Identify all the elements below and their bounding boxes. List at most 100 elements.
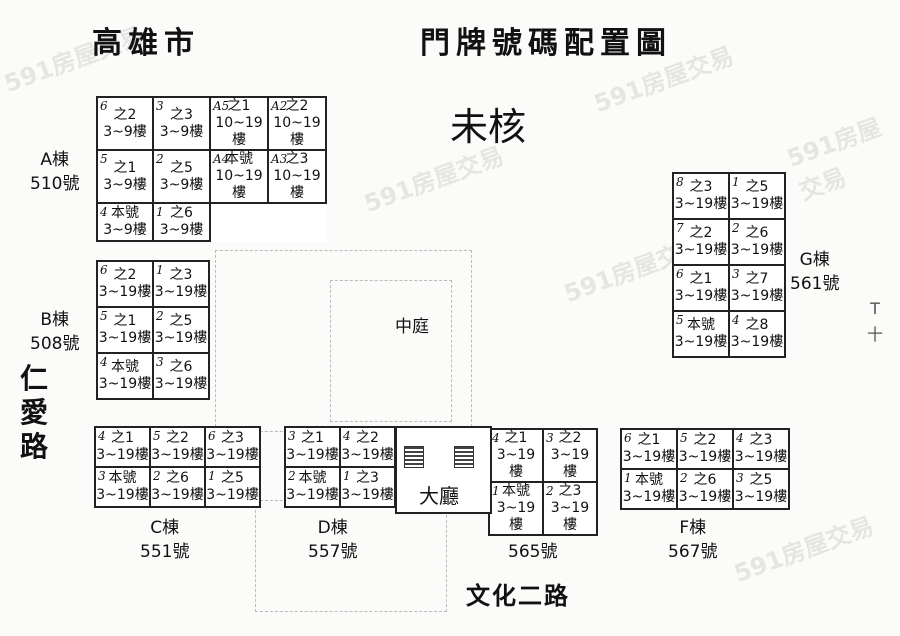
unit-sub-number: 之3 <box>221 430 244 446</box>
unit-floors: 3~19樓 <box>730 196 784 212</box>
unit-sub-number: 之1 <box>113 313 137 329</box>
unit-sub-number: 之3 <box>356 470 379 486</box>
unit-index: 1 <box>208 469 216 483</box>
unit-sub-number: 之1 <box>113 159 137 176</box>
unit-index: 2 <box>732 221 740 235</box>
building-g-name: G棟 <box>799 250 830 270</box>
stairs-icon <box>454 446 474 468</box>
unit-sub-number: 之5 <box>170 159 193 176</box>
unit-floors: 3~19樓 <box>674 196 728 212</box>
unit-index: 6 <box>100 263 108 277</box>
site-outline <box>330 280 452 422</box>
unit-floors: 3~9樓 <box>159 176 204 193</box>
lobby-block <box>395 426 492 514</box>
building-f-number: 567號 <box>668 542 718 562</box>
unit-index: 3 <box>732 267 740 281</box>
unit-sub-number: 之3 <box>285 151 309 167</box>
building-b-label: B棟 508號 <box>30 308 79 356</box>
unit-sub-number: 之6 <box>693 472 717 488</box>
unit-index: 4 <box>343 429 351 443</box>
unit-index: 1 <box>343 469 351 483</box>
unit-floors: 3~19樓 <box>341 447 394 463</box>
unit-index: 7 <box>676 221 684 235</box>
unit-sub-number: 之5 <box>749 472 773 488</box>
unit-floors: 3~9樓 <box>159 222 204 238</box>
unit-floors: 3~19樓 <box>154 330 208 346</box>
building-g-label: G棟 561號 <box>790 248 839 296</box>
unit-sub-number: 之2 <box>356 430 379 446</box>
unit-sub-number: 之3 <box>689 179 713 195</box>
unit-floors: 3~19樓 <box>96 447 149 463</box>
unit-floors: 3~19樓 <box>678 449 732 465</box>
unit-floors: 3~19樓 <box>96 487 149 503</box>
unit-sub-number: 之6 <box>170 205 193 221</box>
unit-floors: 3~9樓 <box>103 176 147 193</box>
unit-floors: 3~19樓 <box>154 284 208 300</box>
unit-index: 1 <box>732 175 740 189</box>
unit-index: 3 <box>288 429 296 443</box>
unit-floors: 3~19樓 <box>341 487 394 503</box>
building-c-name: C棟 <box>150 518 180 538</box>
unit-index: 2 <box>153 469 161 483</box>
unit-floors: 3~19樓 <box>98 284 152 300</box>
building-c-number: 551號 <box>140 542 190 562</box>
building-g-number: 561號 <box>790 274 840 294</box>
unit-index: 6 <box>100 99 108 113</box>
watermark: 591房屋交易 <box>730 511 878 588</box>
unit-floors: 3~9樓 <box>103 222 147 238</box>
unit-floors: 3~19樓 <box>151 487 204 503</box>
unit-index: 5 <box>676 313 684 327</box>
unit-index: 4 <box>98 429 106 443</box>
building-c-label: C棟 551號 <box>140 516 189 564</box>
unit-sub-number: 之8 <box>745 317 769 333</box>
unit-index: A4 <box>213 152 230 166</box>
unit-sub-number: 之2 <box>558 430 582 446</box>
unit-sub-number: 之7 <box>745 271 769 287</box>
unit-floors: 3~19樓 <box>674 288 728 304</box>
unit-sub-number: 之5 <box>221 470 244 486</box>
unit-index: 1 <box>492 484 500 498</box>
unit-index: 1 <box>156 263 164 277</box>
unit-sub-number: 之1 <box>227 98 251 114</box>
unit-floors: 3~19樓 <box>734 489 788 505</box>
road-label-bottom: 文化二路 <box>466 581 570 610</box>
unit-sub-number: 之3 <box>749 432 773 448</box>
unit-floors: 3~19樓 <box>98 330 152 346</box>
unit-floors: 3~19樓 <box>206 447 259 463</box>
unit-floors: 3~19樓 <box>730 242 784 258</box>
unit-sub-number: 之6 <box>166 470 189 486</box>
unit-index: 3 <box>156 99 164 113</box>
stairs-icon <box>404 446 424 468</box>
unit-index: 3 <box>736 471 744 485</box>
